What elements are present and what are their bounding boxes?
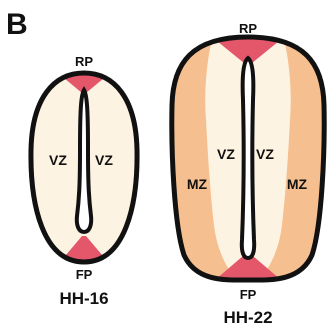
lumen-left-tube [77,90,91,232]
right-roof-plate-label: RP [239,21,257,36]
neural-tube-hh22 [150,30,330,285]
left-vz-right-label: VZ [95,152,113,168]
right-mz-left-label: MZ [187,176,208,192]
right-floor-plate-label: FP [240,287,257,302]
right-vz-right-label: VZ [256,146,274,162]
right-mz-right-label: MZ [287,176,308,192]
right-stage-label: HH-22 [223,308,272,327]
left-floor-plate-label: FP [76,267,93,282]
right-vz-left-label: VZ [217,146,235,162]
panel-letter: B [6,8,28,41]
neural-tube-hh16 [31,73,137,262]
left-roof-plate-label: RP [75,54,93,69]
left-stage-label: HH-16 [59,289,108,308]
left-vz-left-label: VZ [49,152,67,168]
lumen-right-tube [242,58,254,258]
